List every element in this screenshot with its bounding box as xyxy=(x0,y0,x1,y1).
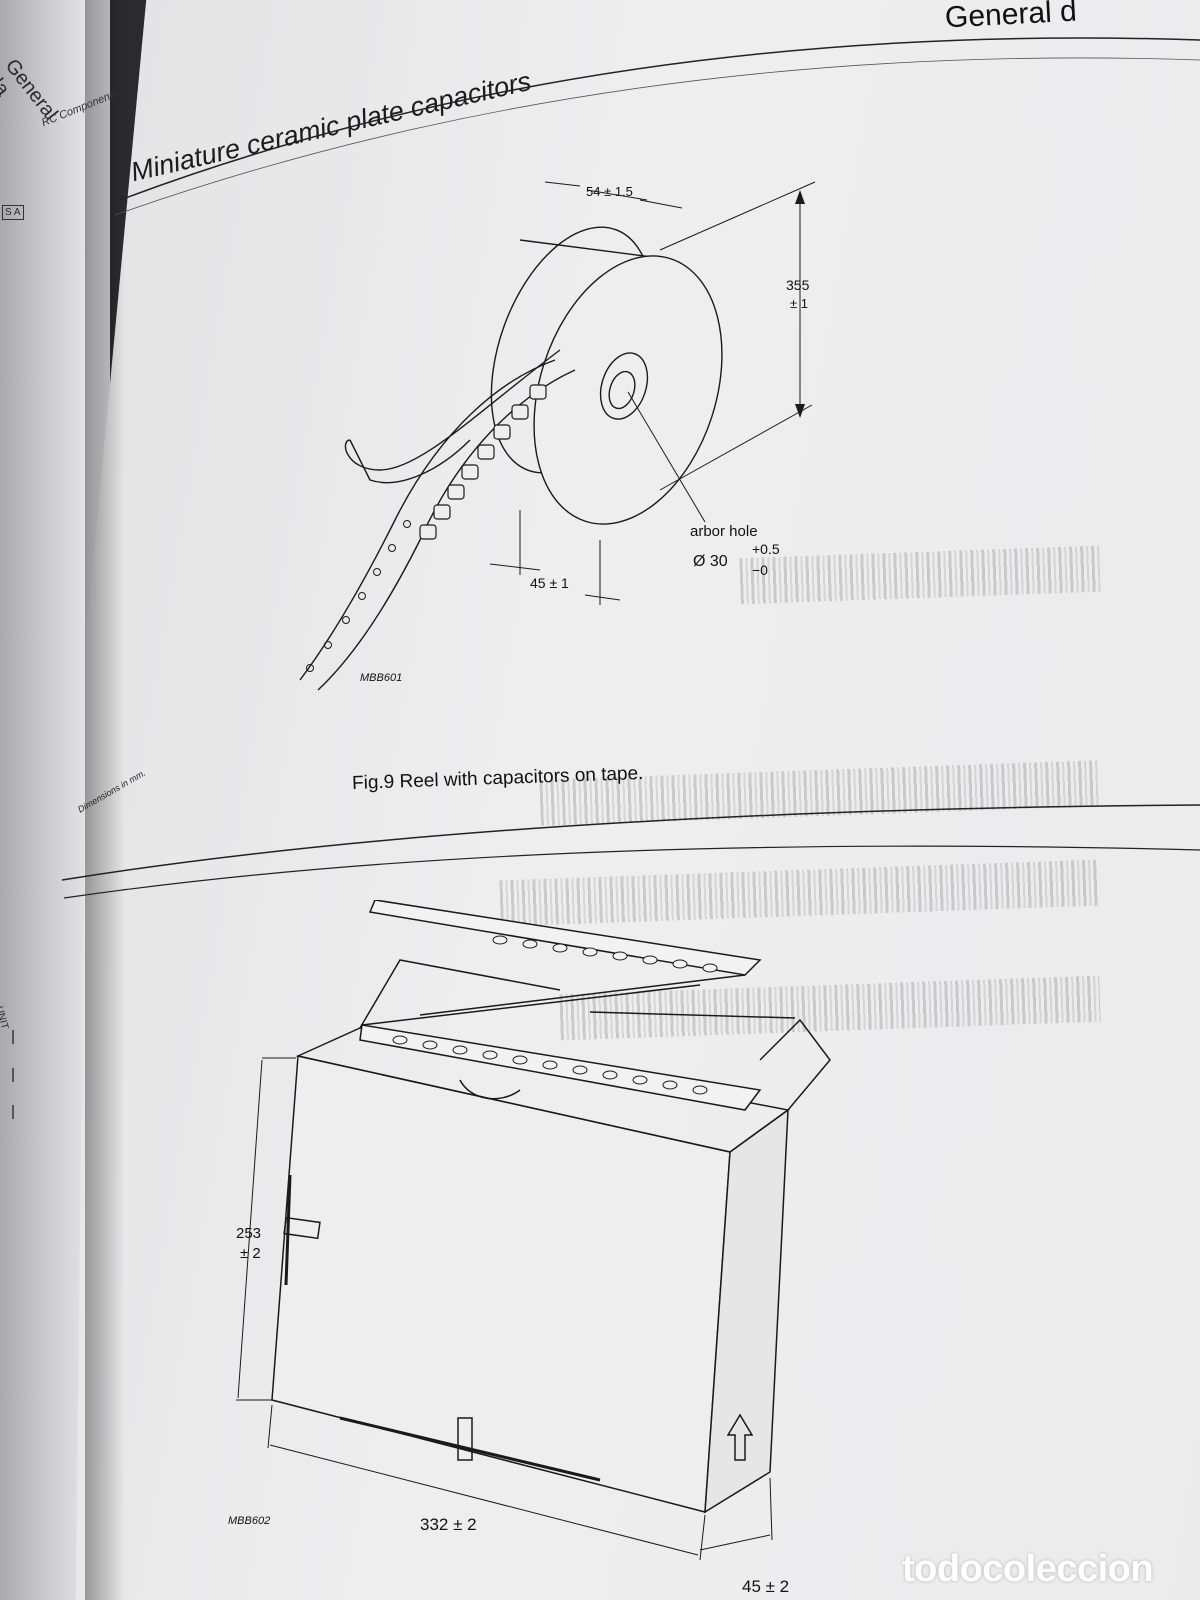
capacitor xyxy=(582,947,598,957)
capacitor xyxy=(522,939,538,949)
capacitor xyxy=(452,1045,468,1055)
tape-fold xyxy=(361,984,701,1026)
box-side-flap xyxy=(759,1018,831,1111)
capacitor xyxy=(542,1060,558,1070)
capacitor xyxy=(602,1070,618,1080)
capacitor xyxy=(492,935,508,945)
dim-332-ext-right xyxy=(699,1514,706,1561)
dim-253-tolerance: ± 2 xyxy=(240,1245,261,1262)
dim-54-ext-right xyxy=(639,199,683,209)
flap-edge xyxy=(589,1011,796,1019)
capacitor xyxy=(672,959,688,969)
capacitor xyxy=(612,951,628,961)
capacitor xyxy=(392,1035,408,1045)
arbor-hole-label: arbor hole xyxy=(690,523,758,540)
dim-45-ext xyxy=(769,1477,773,1541)
dim-45-left xyxy=(489,563,541,571)
left-seam xyxy=(284,1174,292,1286)
capacitor xyxy=(692,1085,708,1095)
arrowhead xyxy=(795,190,805,204)
table-tick xyxy=(12,1030,14,1044)
table-tick xyxy=(12,1105,14,1119)
sprocket-hole xyxy=(403,520,411,528)
dim-355-ext-top xyxy=(659,181,816,251)
tape-fold xyxy=(419,974,746,1016)
capacitor xyxy=(461,464,479,480)
dim-45-label: 45 ± 1 xyxy=(530,575,569,591)
reel-hub-outer xyxy=(599,352,649,420)
this-way-up-icon xyxy=(726,1413,754,1461)
capacitor xyxy=(572,1065,588,1075)
dim-45-right xyxy=(584,594,621,601)
header-rule-secondary xyxy=(114,57,1200,216)
box-tape-seal xyxy=(457,1417,473,1461)
capacitor xyxy=(493,424,511,440)
tape-loop-lower xyxy=(349,439,471,484)
dim-332-label: 332 ± 2 xyxy=(420,1515,477,1534)
dim-355-ext-bottom xyxy=(659,404,813,491)
capacitor xyxy=(419,524,437,540)
box-back-flap xyxy=(359,959,561,1029)
dim-355-value: 355 xyxy=(786,277,810,293)
capacitor xyxy=(529,384,547,400)
dim-253-line xyxy=(237,1059,263,1399)
arbor-tol-minus: −0 xyxy=(752,562,768,578)
figure-10-box-drawing: 253 ± 2 332 ± 2 45 ± 2 MBB602 xyxy=(228,900,831,1596)
figure-9-reel-drawing: 54 ± 1.5 355 ± 1 arbor hole Ø 30 +0.5 −0… xyxy=(299,181,816,691)
dim-54-ext-left xyxy=(544,181,581,187)
dim-332-line xyxy=(269,1444,699,1556)
figure-separator-rule xyxy=(61,804,1200,881)
capacitor xyxy=(552,943,568,953)
watermark-logo: todocoleccion xyxy=(902,1548,1154,1590)
capacitor xyxy=(642,955,658,965)
sprocket-hole xyxy=(324,641,332,649)
dim-253-value: 253 xyxy=(236,1225,261,1242)
capacitor xyxy=(632,1075,648,1085)
arbor-leader xyxy=(627,391,706,523)
dim-355-tolerance: ± 1 xyxy=(790,296,808,311)
sprocket-hole xyxy=(373,568,381,576)
header-rule xyxy=(119,37,1200,201)
table-tick xyxy=(12,1068,14,1082)
sprocket-hole xyxy=(358,592,366,600)
capacitor xyxy=(447,484,465,500)
sprocket-hole xyxy=(342,616,350,624)
capacitor xyxy=(662,1080,678,1090)
dim-54-label: 54 ± 1.5 xyxy=(586,184,633,199)
dim-45-line xyxy=(699,1534,771,1551)
capacitor xyxy=(422,1040,438,1050)
dim-45-label: 45 ± 2 xyxy=(742,1577,789,1596)
previous-page-tag: S A xyxy=(2,205,24,220)
tape-loop xyxy=(344,349,561,471)
capacitor xyxy=(702,963,718,973)
dim-54-line xyxy=(586,189,648,201)
dim-332-ext-left xyxy=(267,1404,273,1449)
figure-separator-rule-2 xyxy=(63,845,1200,899)
box-front-face xyxy=(271,1055,731,1513)
arbor-diameter: Ø 30 xyxy=(693,553,728,570)
capacitor xyxy=(433,504,451,520)
box-label-tab xyxy=(283,1216,321,1240)
box-notch xyxy=(459,1079,521,1100)
carrier-tape-edge-upper xyxy=(299,359,556,681)
arrowhead xyxy=(795,404,805,418)
capacitor xyxy=(482,1050,498,1060)
sprocket-hole xyxy=(306,664,314,672)
arbor-hole xyxy=(608,370,636,410)
bottom-seam xyxy=(339,1416,601,1482)
capacitor xyxy=(511,404,529,420)
sprocket-hole xyxy=(388,544,396,552)
tape-layer-top xyxy=(368,900,762,976)
figure-10-code: MBB602 xyxy=(228,1515,270,1527)
capacitor xyxy=(512,1055,528,1065)
figure-9-code: MBB601 xyxy=(360,672,402,684)
capacitor xyxy=(477,444,495,460)
arbor-tol-plus: +0.5 xyxy=(752,541,780,557)
reel-top-edge xyxy=(519,239,661,259)
page-gutter-shadow xyxy=(85,0,125,1600)
carrier-tape-edge-lower xyxy=(317,369,576,691)
